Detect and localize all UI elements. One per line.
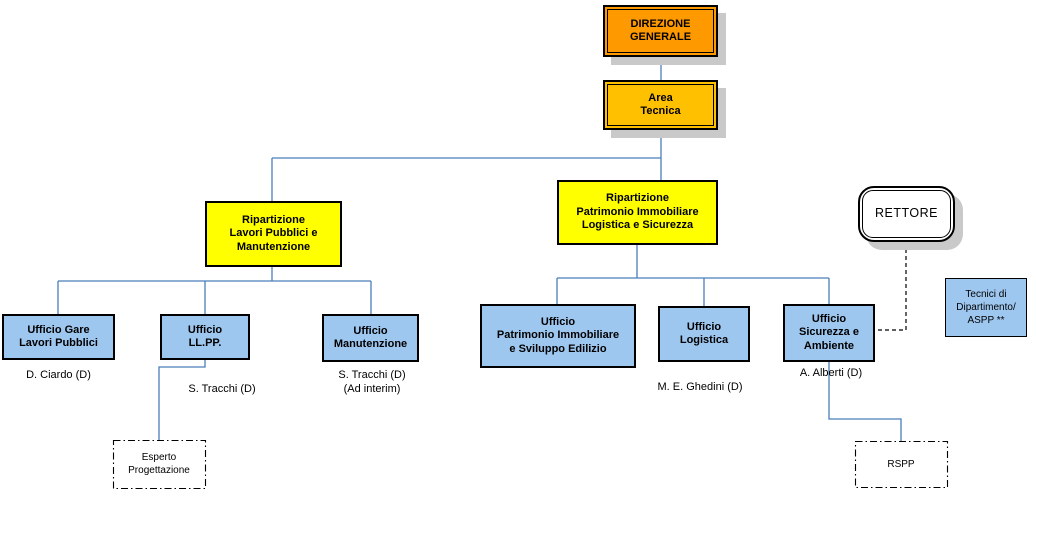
box-rettore-label: RETTORE — [862, 190, 951, 238]
box-ufficio-gare-lavori-pubblici: Ufficio Gare Lavori Pubblici — [2, 314, 115, 360]
esperto-progettazione-border — [112, 439, 207, 490]
box-direzione-generale: DIREZIONE GENERALE — [603, 5, 718, 57]
box-rettore: RETTORE — [858, 186, 955, 242]
box-ufficio-sicurezza: Ufficio Sicurezza e Ambiente — [783, 304, 875, 362]
box-direzione-generale-label: DIREZIONE GENERALE — [607, 9, 714, 53]
connector-rip-patrimonio-children — [556, 245, 830, 306]
person-ufficio-llpp: S. Tracchi (D) — [188, 383, 256, 395]
connector-rettore-sicurezza-dashed — [876, 242, 907, 331]
box-ufficio-manutenzione: Ufficio Manutenzione — [322, 314, 419, 362]
person-ufficio-manutenzione: S. Tracchi (D) (Ad interim) — [338, 369, 406, 395]
box-ripartizione-patrimonio: Ripartizione Patrimonio Immobiliare Logi… — [557, 180, 718, 245]
rspp-border — [854, 440, 949, 489]
person-ufficio-sicurezza: A. Alberti (D) — [799, 367, 863, 379]
connector-llpp-esperto — [158, 360, 206, 440]
box-ripartizione-lavori-pubblici: Ripartizione Lavori Pubblici e Manutenzi… — [205, 201, 342, 267]
person-ufficio-gare: D. Ciardo (D) — [26, 369, 91, 381]
box-esperto-progettazione: Esperto Progettazione — [128, 452, 190, 476]
box-area-tecnica-label: Area Tecnica — [607, 84, 714, 126]
connector-area-ripartizioni — [271, 135, 662, 201]
box-rspp: RSPP — [887, 458, 915, 470]
box-ufficio-logistica: Ufficio Logistica — [658, 306, 750, 362]
connector-sicurezza-rspp — [828, 362, 902, 441]
connector-rip-lavori-children — [57, 267, 372, 314]
person-ufficio-logistica: M. E. Ghedini (D) — [657, 381, 743, 393]
box-ufficio-patrimonio-immobiliare: Ufficio Patrimonio Immobiliare e Svilupp… — [480, 304, 636, 368]
box-tecnici-dipartimento-aspp: Tecnici di Dipartimento/ ASPP ** — [945, 278, 1027, 337]
box-area-tecnica: Area Tecnica — [603, 80, 718, 130]
box-ufficio-llpp: Ufficio LL.PP. — [160, 314, 250, 360]
